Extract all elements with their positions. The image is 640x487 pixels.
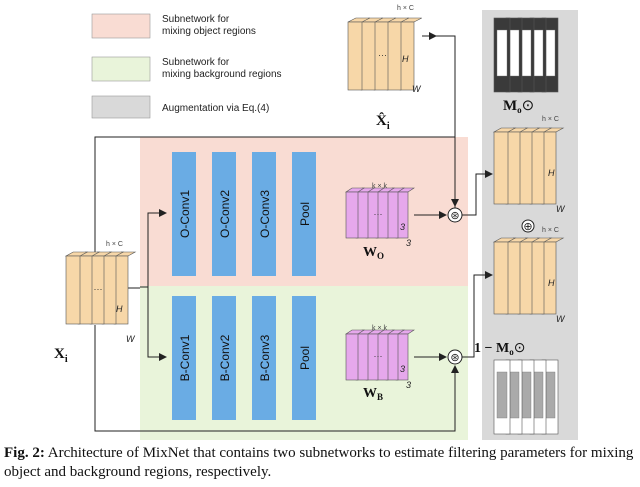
svg-text:···: ··· bbox=[378, 50, 387, 60]
legend-label-background: Subnetwork for mixing background regions bbox=[162, 57, 282, 80]
legend-background-line1: Subnetwork for bbox=[162, 57, 230, 68]
svg-text:Pool: Pool bbox=[298, 346, 312, 370]
mixnet-architecture-diagram: Subnetwork for mixing object regions Sub… bbox=[54, 5, 578, 440]
dim-w-background-kk: k × k bbox=[372, 325, 387, 332]
legend-label-object: Subnetwork for mixing object regions bbox=[162, 14, 256, 37]
masks bbox=[493, 17, 559, 435]
label-mask-odot: Mo⊙ bbox=[503, 98, 534, 115]
caption-label: Fig. 2: bbox=[4, 445, 45, 461]
figure-caption: Fig. 2: Architecture of MixNet that cont… bbox=[4, 444, 636, 482]
label-input-W: W bbox=[126, 334, 136, 344]
legend-object-line2: mixing object regions bbox=[162, 26, 256, 37]
legend-background-line2: mixing background regions bbox=[162, 69, 282, 80]
input-feature-stack: ··· bbox=[64, 251, 137, 325]
feature-stacks: ··· ··· ··· ··· bbox=[64, 17, 565, 381]
background-block-2: B-Conv2 bbox=[212, 296, 236, 420]
w-background-kernels: ··· bbox=[345, 329, 415, 381]
svg-text:O-Conv3: O-Conv3 bbox=[258, 190, 272, 238]
w-object-kernels: ··· bbox=[345, 187, 415, 239]
dimension-labels: h × Ch × Ck × kk × kh × Ch × CHWHW3333HW… bbox=[106, 5, 566, 390]
dim-output-hwc: h × C bbox=[397, 5, 414, 12]
operator-conv-object: ⊛ bbox=[447, 207, 463, 223]
dim-w-object-kk: k × k bbox=[372, 183, 387, 190]
label-output-W: W bbox=[412, 84, 422, 94]
label-output-x: X̂i bbox=[376, 112, 390, 132]
svg-text:⊛: ⊛ bbox=[450, 352, 459, 364]
output-feature-stack: ··· bbox=[347, 17, 422, 91]
label-w-bg-3b: 3 bbox=[406, 380, 411, 390]
label-mixobj-H: H bbox=[548, 168, 555, 178]
label-output-H: H bbox=[402, 54, 409, 64]
svg-text:O-Conv1: O-Conv1 bbox=[178, 190, 192, 238]
label-input-x: Xi bbox=[54, 346, 68, 365]
background-block-4: Pool bbox=[292, 296, 316, 420]
object-block-1: O-Conv1 bbox=[172, 152, 196, 276]
legend-swatch-object bbox=[91, 13, 151, 39]
caption-text: Architecture of MixNet that contains two… bbox=[4, 445, 634, 480]
background-block-3: B-Conv3 bbox=[252, 296, 276, 420]
mixed-background-stack bbox=[492, 237, 565, 315]
legend-object-line1: Subnetwork for bbox=[162, 14, 230, 25]
label-input-H: H bbox=[116, 304, 123, 314]
dim-mixed-bg-hwc: h × C bbox=[542, 227, 559, 234]
dim-input-hwc: h × C bbox=[106, 241, 123, 248]
label-w-object-3b: 3 bbox=[406, 238, 411, 248]
label-w-bg-3a: 3 bbox=[400, 364, 405, 374]
legend-swatch-augmentation bbox=[91, 95, 151, 119]
svg-text:O-Conv2: O-Conv2 bbox=[218, 190, 232, 238]
label-mixbg-H: H bbox=[548, 278, 555, 288]
object-block-3: O-Conv3 bbox=[252, 152, 276, 276]
svg-text:···: ··· bbox=[374, 209, 383, 219]
background-mask-1-minus-M bbox=[493, 359, 559, 435]
label-w-object: WO bbox=[363, 245, 384, 261]
svg-text:B-Conv2: B-Conv2 bbox=[218, 334, 232, 381]
label-w-background: WB bbox=[363, 386, 383, 402]
mixed-object-stack bbox=[492, 127, 565, 205]
svg-text:···: ··· bbox=[94, 284, 103, 294]
background-block-1: B-Conv1 bbox=[172, 296, 196, 420]
svg-text:B-Conv3: B-Conv3 bbox=[258, 334, 272, 381]
legend-swatch-background bbox=[91, 56, 151, 82]
object-mask-M bbox=[493, 17, 559, 93]
label-w-object-3a: 3 bbox=[400, 222, 405, 232]
object-block-2: O-Conv2 bbox=[212, 152, 236, 276]
svg-text:B-Conv1: B-Conv1 bbox=[178, 334, 192, 381]
object-block-4: Pool bbox=[292, 152, 316, 276]
label-mixbg-W: W bbox=[556, 314, 566, 324]
svg-text:⊛: ⊛ bbox=[450, 210, 459, 222]
dim-mixed-object-hwc: h × C bbox=[542, 116, 559, 123]
operator-oplus: ⊕ bbox=[521, 219, 535, 233]
svg-text:···: ··· bbox=[374, 351, 383, 361]
svg-text:⊕: ⊕ bbox=[523, 221, 532, 233]
legend-label-augmentation: Augmentation via Eq.(4) bbox=[162, 103, 269, 114]
legend: Subnetwork for mixing object regions Sub… bbox=[91, 13, 282, 119]
svg-text:Pool: Pool bbox=[298, 202, 312, 226]
label-mixobj-W: W bbox=[556, 204, 566, 214]
label-one-minus-mask: 1 − Mo⊙ bbox=[474, 341, 525, 357]
operator-conv-background: ⊛ bbox=[447, 349, 463, 365]
connection-lines bbox=[94, 32, 493, 432]
